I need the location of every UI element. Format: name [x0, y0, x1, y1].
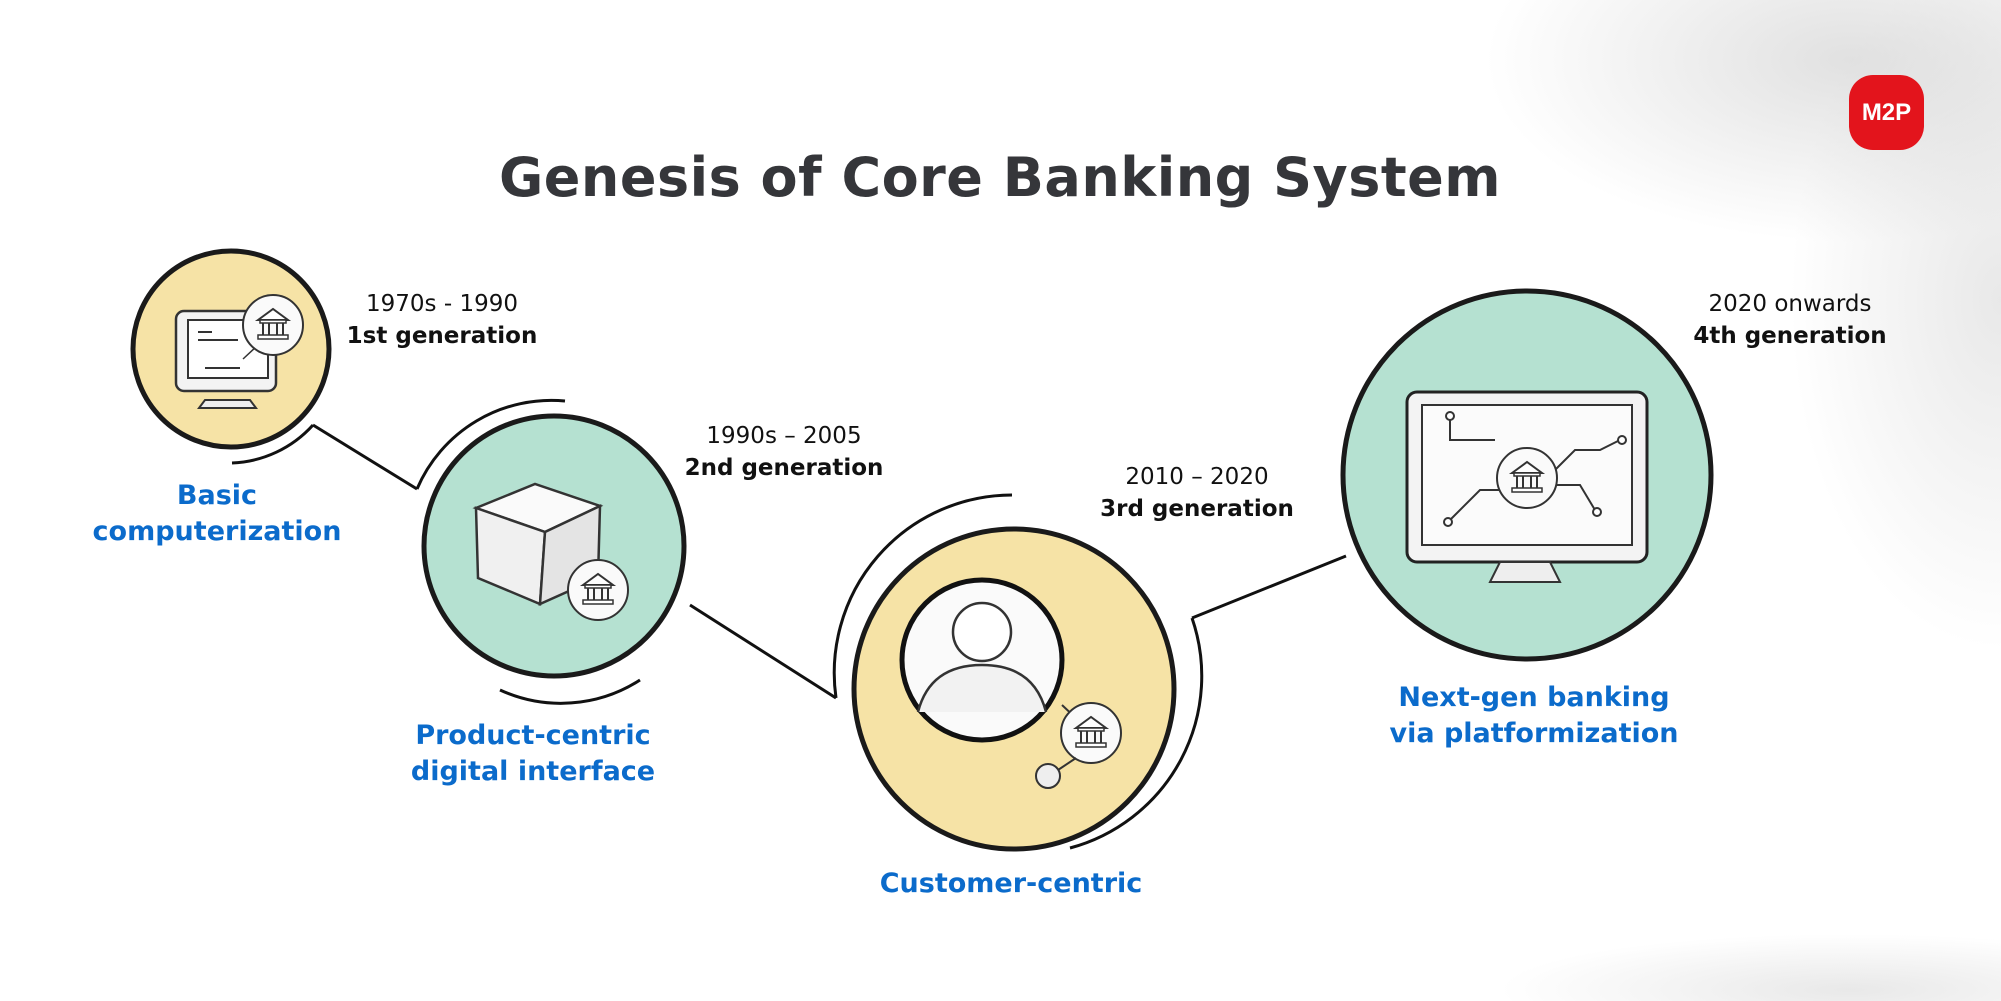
connector-lines: [231, 398, 1347, 850]
stage-1-illustration: [130, 248, 332, 450]
page-title: Genesis of Core Banking System: [498, 146, 1502, 209]
connector-2-3: [689, 603, 837, 700]
label-line: Product-centric: [415, 720, 651, 751]
arc-3b: [1069, 617, 1204, 850]
stage-3-period: 2010 – 2020 3rd generation: [1100, 461, 1294, 525]
label-line: Basic: [176, 480, 258, 511]
arc-2a: [415, 398, 566, 490]
stage-3-illustration: [851, 526, 1177, 852]
stage-4-label: Next-gen banking via platformization: [1389, 680, 1678, 752]
generation-text: 2nd generation: [684, 455, 884, 481]
arc-1: [231, 423, 315, 465]
stage-2-illustration: [421, 413, 687, 679]
connector-1-2: [312, 423, 418, 491]
generation-text: 1st generation: [346, 323, 538, 349]
arc-2b: [499, 678, 641, 705]
stage-2-label: Product-centric digital interface: [411, 718, 655, 790]
stage-4-period: 2020 onwards 4th generation: [1693, 288, 1886, 352]
period-text: 1970s - 1990: [366, 291, 518, 317]
connector-3-4: [1191, 554, 1347, 620]
stage-1-period: 1970s - 1990 1st generation: [347, 288, 538, 352]
arc-3a: [832, 493, 1013, 699]
stage-2-period: 1990s – 2005 2nd generation: [685, 420, 884, 484]
label-line: via platformization: [1389, 718, 1679, 749]
label-line: Customer-centric: [879, 868, 1143, 899]
m2p-logo: M2P: [1849, 75, 1924, 150]
label-line: computerization: [92, 516, 342, 547]
label-line: Next-gen banking: [1398, 682, 1670, 713]
period-text: 2010 – 2020: [1125, 464, 1269, 490]
stage-4-illustration: [1340, 288, 1714, 662]
generation-text: 3rd generation: [1100, 496, 1294, 522]
generation-text: 4th generation: [1693, 323, 1887, 349]
period-text: 2020 onwards: [1708, 291, 1872, 317]
stage-1-label: Basic computerization: [93, 478, 342, 550]
period-text: 1990s – 2005: [706, 423, 862, 449]
stage-3-label: Customer-centric: [880, 866, 1143, 902]
label-line: digital interface: [410, 756, 656, 787]
